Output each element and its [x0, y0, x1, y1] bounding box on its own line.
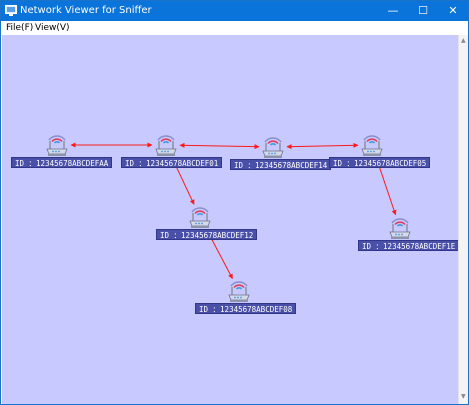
node-label: ID ：12345678ABCDEF05	[329, 157, 431, 168]
wifi-router-icon	[226, 277, 252, 303]
node-label: ID ：12345678ABCDEF1E	[358, 240, 460, 251]
wifi-router-icon	[187, 203, 213, 229]
wifi-router-icon	[153, 131, 179, 157]
network-canvas[interactable]: ID ：12345678ABCDEFAA ID ：12345678ABCDEF0…	[2, 35, 460, 404]
wifi-router-icon	[260, 133, 286, 159]
vertical-scrollbar[interactable]: ▲ ▼	[458, 35, 468, 404]
link-line	[179, 142, 260, 150]
link-line	[286, 142, 359, 150]
close-button[interactable]: ✕	[448, 4, 458, 17]
network-links	[70, 142, 397, 280]
node-label: ID ：12345678ABCDEF08	[195, 303, 297, 314]
app-icon	[5, 5, 17, 16]
scroll-down-icon[interactable]: ▼	[461, 393, 466, 400]
wifi-router-icon	[44, 131, 70, 157]
scroll-up-icon[interactable]: ▲	[461, 37, 466, 44]
wifi-router-icon	[387, 214, 413, 240]
window-title: Network Viewer for Sniffer	[20, 5, 152, 16]
minimize-button[interactable]: —	[387, 4, 399, 17]
node-label: ID ：12345678ABCDEF14	[230, 159, 332, 170]
menu-view[interactable]: View(V)	[35, 23, 70, 33]
wifi-router-icon	[359, 131, 385, 157]
menu-file[interactable]: File(F)	[6, 23, 34, 33]
maximize-button[interactable]: ☐	[418, 4, 428, 17]
node-label: ID ：12345678ABCDEF12	[156, 229, 258, 240]
node-label: ID ：12345678ABCDEF01	[121, 157, 223, 168]
title-bar[interactable]: Network Viewer for Sniffer — ☐ ✕	[1, 1, 468, 21]
node-label: ID ：12345678ABCDEFAA	[11, 157, 113, 168]
menu-bar: File(F) View(V)	[1, 21, 468, 35]
